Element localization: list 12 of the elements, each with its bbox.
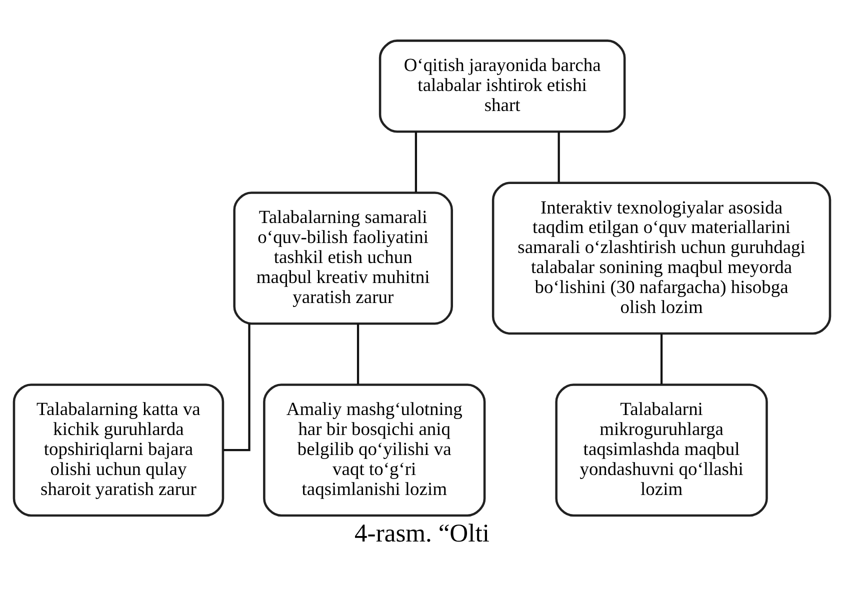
connector [558,132,560,182]
node-box: Amaliy mashg‘ulotning har bir bosqichi aniq belgilib qo‘yilishi va vaqt to‘g‘ri taqsimlanishi lozim [263,384,486,517]
caption: 4-rasm. “Olti [354,518,490,548]
node-box: Talabalarning samarali o‘quv-bilish faoliyatini tashkil etish uchun maqbul kreativ muhitni yaratish zarur [233,192,453,325]
node-box: O‘qitish jarayonida barcha talabalar ishtirok etishi shart [378,40,626,133]
connector [414,132,418,192]
connector [223,324,250,452]
connector [660,334,663,384]
node-box: Talabalarning katta va kichik guruhlarda topshiriqlarni bajara olishi uchun qulay sharoit yaratish zarur [12,384,224,517]
node-box: Talabalarni mikroguruhlarga taqsimlashda maqbul yondashuvni qo‘llashi lozim [555,384,768,517]
connector [356,324,360,384]
node-box: Interaktiv texnologiyalar asosida taqdim etilgan o‘quv materiallarini samarali o‘zlashtirish uchun guruhdagi talabalar sonining maqbul meyorda bo‘lishini (30 nafargacha) hisobga olish lozim [492,182,832,335]
